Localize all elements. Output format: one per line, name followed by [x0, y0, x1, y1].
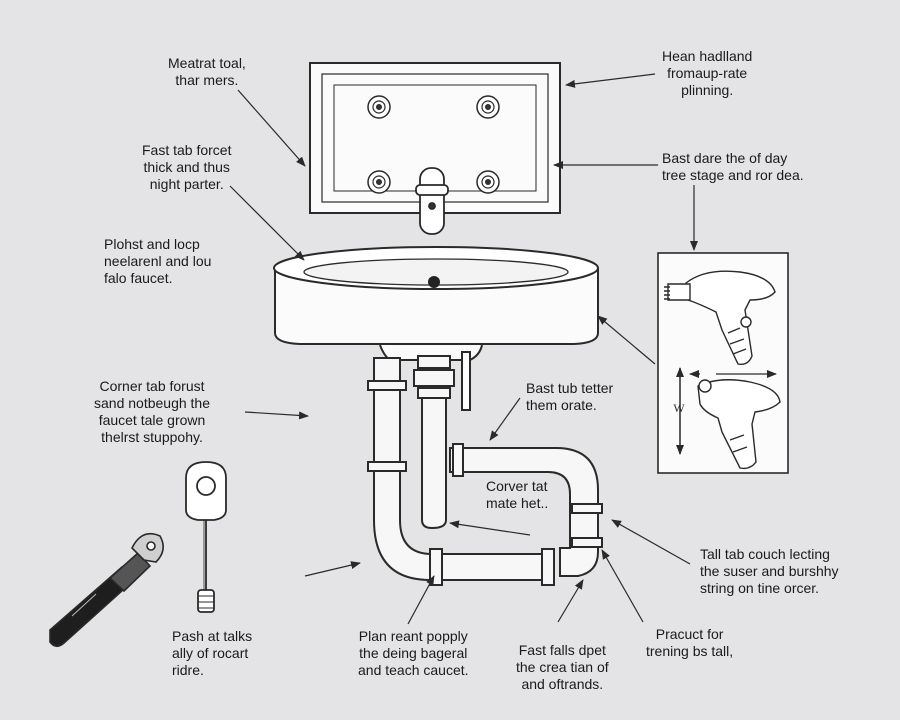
leader-top-right — [565, 73, 656, 88]
label-bottom-3: Fast falls dpet the crea tian of and oft… — [516, 642, 609, 692]
inset-measure-arrows — [676, 367, 777, 455]
label-right-2: Tall tab couch lecting the suser and bur… — [700, 546, 839, 596]
inset-marker-label: W — [673, 401, 685, 415]
leader-left-3 — [244, 411, 309, 420]
label-bottom-1: Pash at talks ally of rocart ridre. — [172, 628, 253, 678]
leader-left-1 — [229, 185, 305, 261]
knob-top-right-icon — [476, 95, 500, 119]
leader-bottom-3 — [557, 579, 584, 623]
label-left-2: Plohst and locp neelarenl and lou falo f… — [104, 236, 212, 286]
leader-lines — [229, 73, 698, 625]
panel-knob-icons — [367, 95, 500, 194]
label-left-1: Fast tab forcet thick and thus night par… — [142, 142, 232, 192]
label-top-left: Meatrat toal, thar mers. — [168, 55, 246, 88]
knob-bottom-left-icon — [367, 170, 391, 194]
sink-basin — [273, 246, 599, 361]
leader-center-2 — [449, 520, 531, 536]
label-bottom-4: Pracuct for trening bs tall, — [646, 626, 734, 659]
label-center-1: Bast tub tetter them orate. — [526, 380, 614, 413]
label-bottom-2: Plan reant popply the deing bageral and … — [358, 628, 469, 678]
knob-bottom-right-icon — [476, 170, 500, 194]
nozzle-tool-bottom-icon — [697, 379, 781, 470]
knob-top-left-icon — [367, 95, 391, 119]
wrench-icon — [49, 532, 164, 648]
label-right-1: Bast dare the of day tree stage and ror … — [662, 150, 804, 183]
leader-center-1 — [489, 397, 521, 441]
label-top-right: Hean hadlland fromaup-rate plinning. — [662, 48, 753, 98]
basin-wrench-icon — [185, 461, 227, 613]
leader-bottom-4 — [601, 549, 644, 623]
leader-top-left — [237, 89, 306, 167]
tool-inset: W — [657, 252, 789, 474]
leader-bottom-2 — [407, 575, 435, 625]
label-left-3: Corner tab forust sand notbeugh the fauc… — [94, 378, 210, 445]
leader-right-2 — [611, 519, 691, 565]
leader-left-pipe — [304, 561, 361, 577]
drain-pipes — [367, 351, 603, 586]
leader-inset-to-sink — [597, 315, 656, 365]
nozzle-tool-top-icon — [664, 270, 776, 366]
label-center-2: Corver tat mate het.. — [486, 478, 549, 511]
faucet-spout-icon — [415, 167, 449, 235]
